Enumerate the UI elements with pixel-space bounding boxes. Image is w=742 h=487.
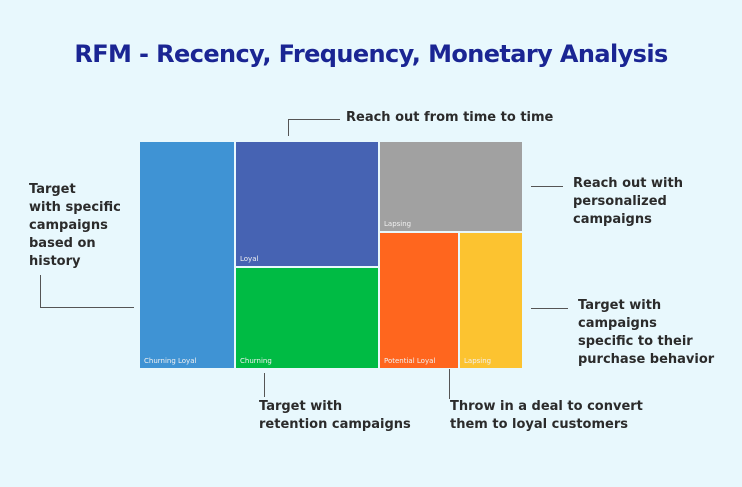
annotation-loyal-line-1: Reach out from time to time [346,110,554,125]
annotation-churning-line-2: retention campaigns [259,417,411,432]
connector-lapsing-bottom-horizontal [531,308,568,309]
connector-lapsing-top-horizontal [531,186,563,187]
tile-lapsing-top: Lapsing [380,142,522,231]
tile-label-lapsing-bottom: Lapsing [464,357,492,365]
annotation-lapsing-bottom-line-4: purchase behavior [578,352,715,367]
tile-label-lapsing-top: Lapsing [384,220,412,228]
tile-churning-loyal: Churning Loyal [140,142,234,368]
annotation-lapsing-top-line-1: Reach out with [573,176,683,191]
tile-potential-loyal: Potential Loyal [380,233,458,368]
tile-churning: Churning [236,268,378,368]
annotation-churning-loyal-line-2: with specific [29,200,121,215]
connector-loyal-horizontal [288,119,340,120]
annotation-churning-loyal-line-4: based on [29,236,96,251]
tile-label-potential-loyal: Potential Loyal [384,357,436,365]
annotation-lapsing-top-line-2: personalized [573,194,667,209]
annotation-churning-loyal-line-3: campaigns [29,218,108,233]
annotation-churning-loyal-line-5: history [29,254,81,269]
annotation-lapsing-bottom-line-3: specific to their [578,334,693,349]
annotation-lapsing-top: Reach out with personalized campaigns [573,175,683,229]
annotation-potential-loyal: Throw in a deal to convert them to loyal… [450,398,643,434]
connector-potential-loyal-vertical [449,369,450,399]
annotation-lapsing-bottom-line-1: Target with [578,298,662,313]
page-title: RFM - Recency, Frequency, Monetary Analy… [74,40,668,68]
tile-label-churning: Churning [240,357,272,365]
annotation-churning-loyal: Target with specific campaigns based on … [29,181,121,271]
tile-label-churning-loyal: Churning Loyal [144,357,197,365]
annotation-loyal: Reach out from time to time [346,109,553,127]
annotation-lapsing-top-line-3: campaigns [573,212,652,227]
connector-loyal-vertical [288,119,289,136]
connector-churning-vertical [264,373,265,397]
connector-churning-loyal-horizontal [40,307,134,308]
annotation-potential-loyal-line-1: Throw in a deal to convert [450,399,643,414]
tile-lapsing-bottom: Lapsing [460,233,522,368]
annotation-churning-loyal-line-1: Target [29,182,76,197]
annotation-churning: Target with retention campaigns [259,398,411,434]
annotation-potential-loyal-line-2: them to loyal customers [450,417,629,432]
annotation-churning-line-1: Target with [259,399,343,414]
annotation-lapsing-bottom-line-2: campaigns [578,316,657,331]
connector-churning-loyal-vertical [40,275,41,308]
tile-loyal: Loyal [236,142,378,266]
annotation-lapsing-bottom: Target with campaigns specific to their … [578,297,714,369]
tile-label-loyal: Loyal [240,255,259,263]
